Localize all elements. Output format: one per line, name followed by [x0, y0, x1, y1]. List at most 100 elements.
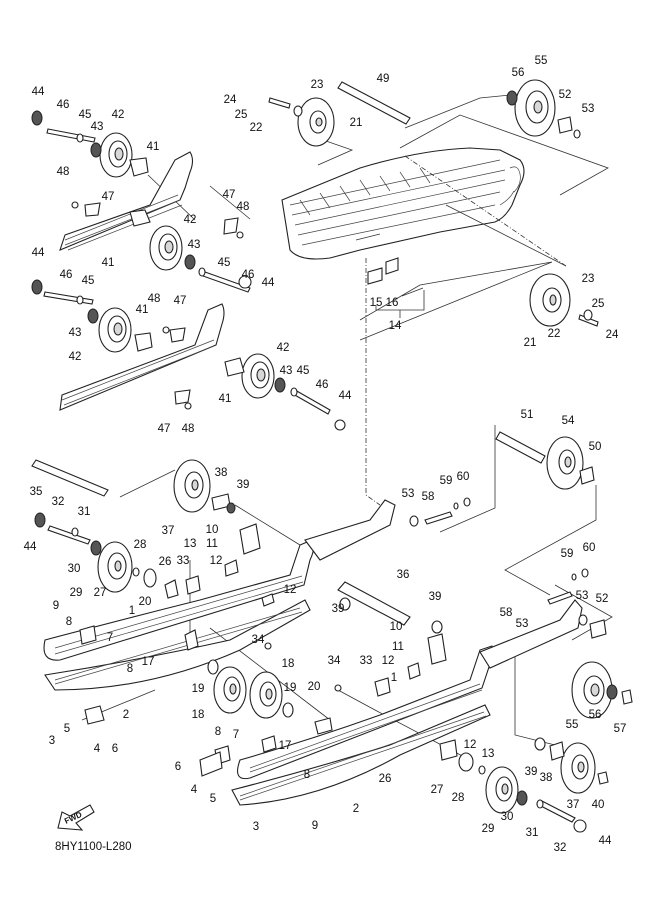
- callout-part-56: 56: [589, 709, 602, 721]
- callout-part-8: 8: [215, 726, 221, 738]
- callout-part-10: 10: [206, 524, 219, 536]
- callout-part-15: 15: [370, 297, 383, 309]
- callout-part-33: 33: [360, 655, 373, 667]
- track-belt: [281, 147, 525, 260]
- callout-part-42: 42: [277, 342, 290, 354]
- callout-part-32: 32: [52, 496, 65, 508]
- assembly-guide-lines: [81, 94, 613, 761]
- callout-part-9: 9: [53, 600, 59, 612]
- callout-part-51: 51: [521, 409, 534, 421]
- callout-part-21: 21: [350, 117, 363, 129]
- wheel-21-right: [529, 273, 571, 327]
- callout-part-12: 12: [210, 555, 223, 567]
- callout-part-47: 47: [174, 295, 187, 307]
- callout-part-57: 57: [614, 723, 627, 735]
- callout-part-20: 20: [308, 681, 321, 693]
- callout-part-46: 46: [57, 99, 70, 111]
- callout-part-46: 46: [316, 379, 329, 391]
- callout-part-12: 12: [284, 584, 297, 596]
- callout-part-31: 31: [526, 827, 539, 839]
- callout-part-55: 55: [566, 719, 579, 731]
- callout-part-43: 43: [91, 121, 104, 133]
- callout-part-60: 60: [583, 542, 596, 554]
- callout-part-10: 10: [390, 621, 403, 633]
- wheel-54: [546, 436, 584, 490]
- seals-washers-bushings: [31, 90, 633, 833]
- callout-part-42: 42: [184, 214, 197, 226]
- callout-part-37: 37: [162, 525, 175, 537]
- callout-part-41: 41: [219, 393, 232, 405]
- upper-slide-rail-right: [59, 303, 225, 411]
- callout-part-53: 53: [576, 590, 589, 602]
- callout-part-42: 42: [112, 109, 125, 121]
- callout-part-38: 38: [215, 467, 228, 479]
- rear-arm-left: [304, 499, 396, 561]
- track-slide-clips: [367, 257, 425, 318]
- fwd-arrow-icon: FWD: [57, 804, 95, 831]
- callout-part-6: 6: [175, 761, 181, 773]
- callout-part-22: 22: [548, 328, 561, 340]
- callout-part-34: 34: [252, 634, 265, 646]
- callout-part-12: 12: [382, 655, 395, 667]
- callout-part-1: 1: [391, 672, 397, 684]
- slide-rail-right-2: [231, 704, 491, 806]
- callout-part-3: 3: [253, 821, 259, 833]
- callout-part-53: 53: [582, 103, 595, 115]
- callout-part-59: 59: [440, 475, 453, 487]
- idler-wheel-42-mid: [149, 225, 183, 271]
- callout-part-46: 46: [242, 269, 255, 281]
- callout-part-2: 2: [353, 803, 359, 815]
- callout-part-44: 44: [32, 86, 45, 98]
- callout-part-31: 31: [78, 506, 91, 518]
- callout-part-22: 22: [250, 122, 263, 134]
- callout-part-42: 42: [69, 351, 82, 363]
- idler-wheel-42-right: [241, 353, 275, 399]
- wheel-55-top: [514, 79, 556, 137]
- callout-part-34: 34: [328, 655, 341, 667]
- callout-part-56: 56: [512, 67, 525, 79]
- callout-part-35: 35: [30, 486, 43, 498]
- callout-part-43: 43: [280, 365, 293, 377]
- callout-part-44: 44: [24, 541, 37, 553]
- callout-part-5: 5: [210, 793, 216, 805]
- callout-part-4: 4: [94, 743, 101, 755]
- idler-wheel-42-top: [99, 132, 133, 178]
- callout-part-4: 4: [191, 784, 198, 796]
- callout-part-18: 18: [282, 658, 295, 670]
- callout-part-21: 21: [524, 337, 537, 349]
- wheel-29-right: [485, 766, 519, 814]
- wheel-18-left: [213, 666, 247, 714]
- callout-part-53: 53: [516, 618, 529, 630]
- callout-part-43: 43: [69, 327, 82, 339]
- callout-part-44: 44: [32, 247, 45, 259]
- callout-part-11: 11: [392, 641, 404, 653]
- callout-part-55: 55: [535, 55, 548, 67]
- callout-part-47: 47: [102, 191, 115, 203]
- callout-part-53: 53: [402, 488, 415, 500]
- callout-part-23: 23: [582, 273, 595, 285]
- callout-part-41: 41: [147, 141, 160, 153]
- callout-part-40: 40: [592, 799, 605, 811]
- callout-part-44: 44: [262, 277, 275, 289]
- callout-part-23: 23: [311, 79, 324, 91]
- callout-part-17: 17: [142, 656, 155, 668]
- wheel-37-right: [560, 742, 596, 794]
- callout-part-45: 45: [82, 275, 95, 287]
- callout-part-25: 25: [592, 298, 605, 310]
- callout-part-3: 3: [49, 735, 55, 747]
- callout-part-47: 47: [223, 189, 236, 201]
- callout-part-8: 8: [127, 663, 133, 675]
- callout-part-29: 29: [482, 823, 495, 835]
- callout-part-49: 49: [377, 73, 390, 85]
- callout-part-26: 26: [379, 773, 392, 785]
- callout-part-38: 38: [540, 772, 553, 784]
- callout-part-28: 28: [452, 792, 465, 804]
- callout-part-11: 11: [206, 538, 218, 550]
- callout-part-13: 13: [482, 748, 495, 760]
- callout-part-39: 39: [525, 766, 538, 778]
- callout-part-50: 50: [589, 441, 602, 453]
- callout-part-39: 39: [237, 479, 250, 491]
- callout-part-43: 43: [188, 239, 201, 251]
